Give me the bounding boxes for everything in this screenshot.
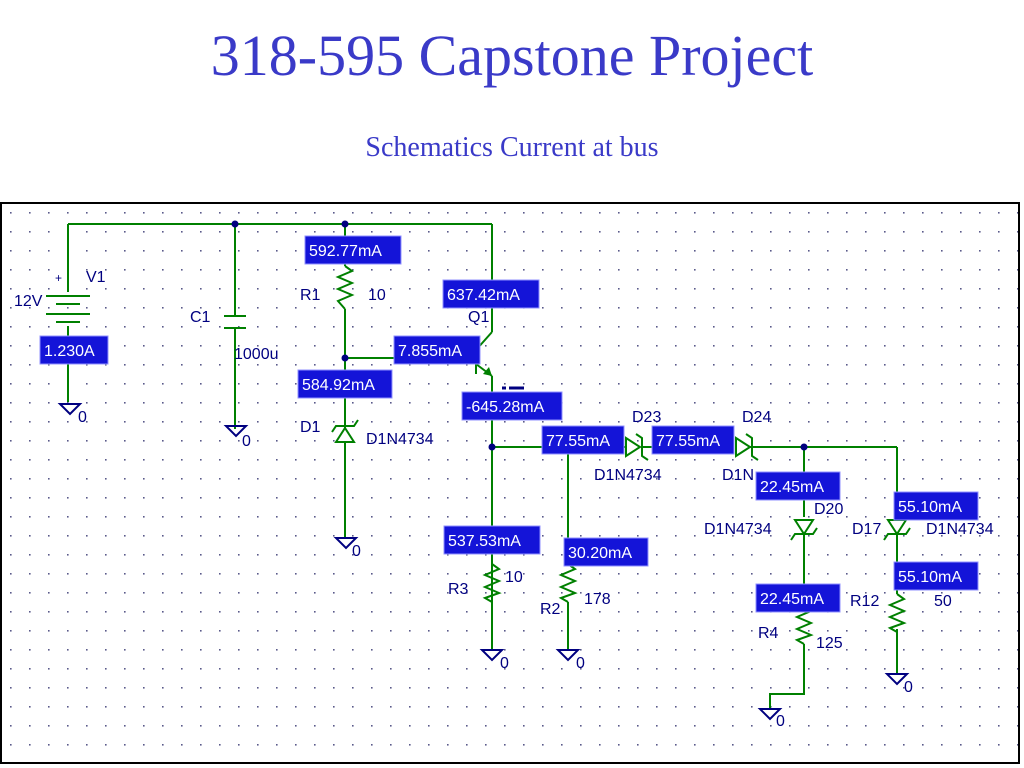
svg-text:77.55mA: 77.55mA: [656, 433, 720, 450]
r4-value: 125: [816, 635, 843, 652]
ground-r12: 0: [884, 673, 913, 696]
current-tag-v1: 1.230A: [39, 335, 109, 365]
svg-text:0: 0: [904, 679, 913, 696]
svg-text:584.92mA: 584.92mA: [302, 377, 375, 394]
d23-value: D1N4734: [594, 467, 662, 484]
svg-text:-645.28mA: -645.28mA: [466, 399, 545, 416]
slide-subtitle: Schematics Current at bus: [365, 132, 659, 163]
d20-name: D20: [814, 501, 843, 518]
svg-text:0: 0: [576, 655, 585, 672]
r2-name: R2: [540, 601, 561, 618]
svg-text:637.42mA: 637.42mA: [447, 287, 520, 304]
svg-text:30.20mA: 30.20mA: [568, 545, 632, 562]
d24-zener-symbol: [735, 433, 759, 461]
d17-value: D1N4734: [926, 521, 994, 538]
r1-resistor-symbol: [335, 265, 355, 310]
svg-text:0: 0: [242, 433, 251, 450]
svg-text:537.53mA: 537.53mA: [448, 533, 521, 550]
current-tag-d24: 77.55mA: [651, 425, 735, 455]
schematic-panel: + V1 12V C1 1000u R1 10 Q1 D1 D1N4734 D2…: [0, 202, 1020, 764]
d1-zener-symbol: [331, 419, 359, 443]
r12-name: R12: [850, 593, 879, 610]
current-tag-r12: 55.10mA: [893, 561, 979, 591]
d20-value: D1N4734: [704, 521, 772, 538]
q1-name: Q1: [468, 309, 489, 326]
r1-value: 10: [368, 287, 386, 304]
svg-text:0: 0: [352, 543, 361, 560]
d23-name: D23: [632, 409, 661, 426]
r3-resistor-symbol: [482, 563, 502, 603]
d24-name: D24: [742, 409, 771, 426]
c1-name: C1: [190, 309, 211, 326]
ground-r3: 0: [479, 649, 509, 672]
d1-value: D1N4734: [366, 431, 434, 448]
svg-text:0: 0: [776, 713, 785, 730]
ground-d1: 0: [333, 537, 361, 560]
svg-text:7.855mA: 7.855mA: [398, 343, 462, 360]
ground-r2: 0: [555, 649, 585, 672]
current-tag-d1: 584.92mA: [297, 369, 393, 399]
svg-text:77.55mA: 77.55mA: [546, 433, 610, 450]
v1-value: 12V: [14, 293, 43, 310]
svg-text:1.230A: 1.230A: [44, 343, 95, 360]
svg-text:22.45mA: 22.45mA: [760, 591, 824, 608]
current-tag-q1-collector: 637.42mA: [442, 279, 540, 309]
c1-capacitor-symbol: [224, 315, 246, 329]
svg-text:592.77mA: 592.77mA: [309, 243, 382, 260]
r4-name: R4: [758, 625, 779, 642]
current-tag-d23: 77.55mA: [541, 425, 625, 455]
d17-name: D17: [852, 521, 881, 538]
svg-text:22.45mA: 22.45mA: [760, 479, 824, 496]
current-tag-d20: 22.45mA: [755, 471, 841, 501]
schematic-canvas: + V1 12V C1 1000u R1 10 Q1 D1 D1N4734 D2…: [2, 204, 1018, 762]
r12-resistor-symbol: [887, 593, 907, 633]
c1-value: 1000u: [234, 346, 279, 363]
current-tag-q1-base: 7.855mA: [393, 335, 481, 365]
current-tag-r2: 30.20mA: [563, 537, 649, 567]
d1-name: D1: [300, 419, 321, 436]
current-tag-r4: 22.45mA: [755, 583, 841, 613]
svg-text:0: 0: [500, 655, 509, 672]
d23-zener-symbol: [625, 433, 649, 461]
r3-name: R3: [448, 581, 469, 598]
svg-text:+: +: [55, 271, 62, 285]
d24-value: D1N: [722, 467, 754, 484]
r2-resistor-symbol: [558, 563, 578, 603]
ground-r4: 0: [757, 708, 785, 730]
svg-text:55.10mA: 55.10mA: [898, 569, 962, 586]
svg-text:0: 0: [78, 409, 87, 426]
r12-value: 50: [934, 593, 952, 610]
current-tag-q1-emitter: -645.28mA: [461, 391, 563, 421]
r2-value: 178: [584, 591, 611, 608]
junction-dots: [231, 220, 808, 451]
slide-title: 318-595 Capstone Project: [210, 23, 814, 88]
current-tag-r3: 537.53mA: [443, 525, 541, 555]
ground-c1: 0: [223, 425, 251, 450]
r1-name: R1: [300, 287, 321, 304]
d20-zener-symbol: [790, 519, 818, 541]
current-tag-d17: 55.10mA: [893, 491, 979, 521]
v1-name: V1: [86, 269, 106, 286]
current-tag-r1: 592.77mA: [304, 235, 402, 265]
svg-text:55.10mA: 55.10mA: [898, 499, 962, 516]
v1-battery-symbol: +: [46, 271, 90, 323]
ground-v1: 0: [57, 403, 87, 426]
r3-value: 10: [505, 569, 523, 586]
